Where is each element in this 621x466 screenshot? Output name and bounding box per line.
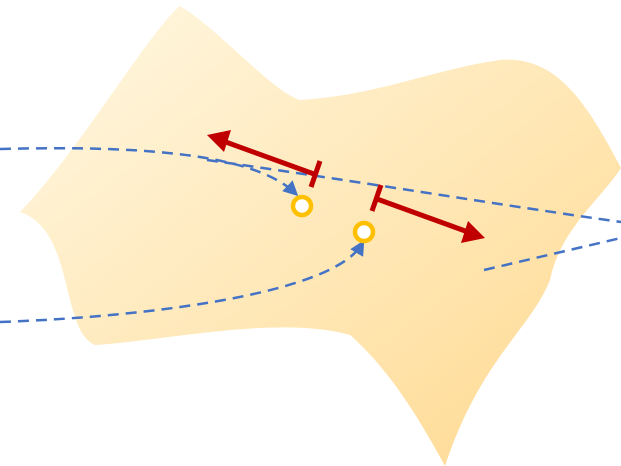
right-dashed-segment: [483, 236, 621, 272]
lower-dashed-trajectory: [0, 240, 365, 324]
left-red-arrow: [207, 130, 323, 188]
right-ring-point: [352, 220, 376, 244]
left-ring-point: [290, 194, 314, 218]
center-dashed-line: [206, 158, 621, 224]
curved-manifold-surface: [20, 6, 621, 466]
upper-dashed-trajectory: [0, 146, 299, 197]
right-red-arrow: [369, 184, 485, 243]
